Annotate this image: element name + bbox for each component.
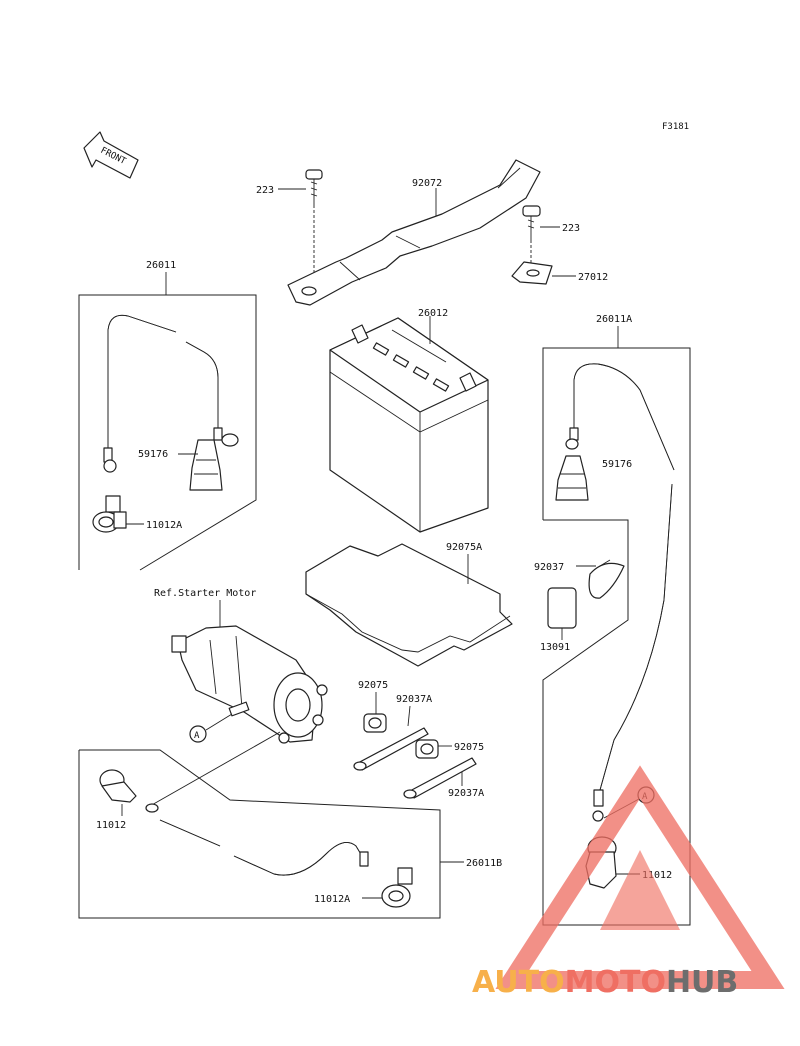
cable-26011 bbox=[103, 314, 239, 473]
battery-strap bbox=[287, 159, 541, 306]
clamp-92037 bbox=[588, 559, 625, 599]
label-11012-right: 11012 bbox=[642, 870, 672, 881]
cable-26011B bbox=[145, 731, 369, 876]
logo-text: AUTOMOTOHUB bbox=[472, 965, 738, 1000]
label-59176-left: 59176 bbox=[138, 449, 168, 460]
automotohub-logo bbox=[495, 765, 785, 989]
nut-27012 bbox=[511, 261, 553, 285]
bolt-223-right bbox=[522, 205, 541, 240]
tie-92037A-b bbox=[403, 757, 477, 799]
logo-part-auto: AUTO bbox=[472, 965, 565, 1000]
group-box-26011B bbox=[78, 749, 441, 919]
label-223-right: 223 bbox=[562, 223, 580, 234]
label-59176-right: 59176 bbox=[602, 459, 632, 470]
label-92037A-a: 92037A bbox=[396, 694, 432, 705]
label-92037: 92037 bbox=[534, 562, 564, 573]
callout-A-left-text: A bbox=[194, 731, 200, 741]
label-26011: 26011 bbox=[146, 260, 176, 271]
label-26011A: 26011A bbox=[596, 314, 632, 325]
boot-59176-right bbox=[555, 455, 589, 501]
grommet-92075-b bbox=[415, 739, 439, 759]
tray-92075A bbox=[305, 543, 513, 667]
label-11012-left: 11012 bbox=[96, 820, 126, 831]
pad-13091 bbox=[547, 587, 577, 629]
callout-A-left: A bbox=[189, 725, 207, 743]
tie-92037A-a bbox=[353, 727, 429, 771]
grommet-92075-a bbox=[363, 713, 387, 733]
group-box-26011 bbox=[78, 294, 257, 571]
battery-26012 bbox=[329, 317, 489, 533]
label-92075-a: 92075 bbox=[358, 680, 388, 691]
label-13091: 13091 bbox=[540, 642, 570, 653]
label-92075-b: 92075 bbox=[454, 742, 484, 753]
terminal-cover-11012-left bbox=[99, 769, 137, 803]
label-27012: 27012 bbox=[578, 272, 608, 283]
terminal-cover-11012A-left bbox=[92, 495, 127, 533]
label-92072: 92072 bbox=[412, 178, 442, 189]
terminal-cover-11012A-bottom bbox=[381, 867, 413, 908]
cable-26011A bbox=[565, 363, 675, 822]
label-11012A-left: 11012A bbox=[146, 520, 182, 531]
label-26012: 26012 bbox=[418, 308, 448, 319]
label-11012A-bottom: 11012A bbox=[314, 894, 350, 905]
label-26011B: 26011B bbox=[466, 858, 502, 869]
figure-code: F3181 bbox=[662, 122, 689, 132]
label-92037A-b: 92037A bbox=[448, 788, 484, 799]
label-223-top: 223 bbox=[256, 185, 274, 196]
boot-59176-left bbox=[189, 439, 223, 491]
bolt-starter bbox=[228, 701, 250, 717]
label-92075A: 92075A bbox=[446, 542, 482, 553]
front-arrow-icon: FRONT bbox=[83, 131, 139, 179]
ref-starter-motor: Ref.Starter Motor bbox=[154, 588, 256, 599]
logo-part-moto: MOTO bbox=[565, 965, 666, 1000]
starter-motor bbox=[171, 625, 328, 744]
bolt-223-top bbox=[305, 169, 323, 205]
logo-part-hub: HUB bbox=[666, 965, 738, 1000]
